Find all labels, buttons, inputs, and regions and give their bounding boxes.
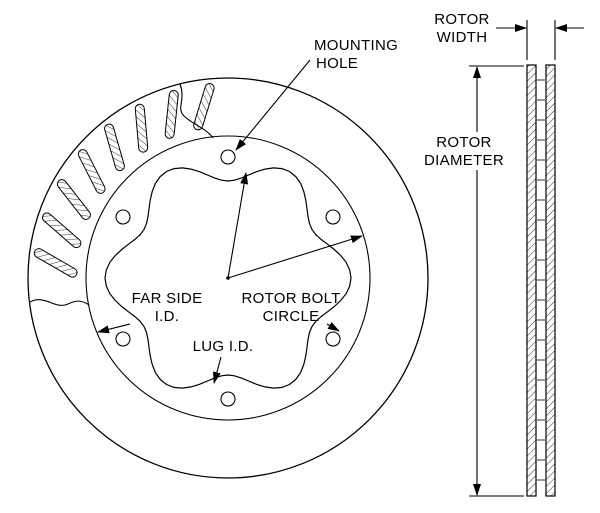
lug-id-label: LUG I.D. xyxy=(193,338,254,355)
far-side-id-label-line1: FAR SIDE xyxy=(132,290,203,307)
front-view-labels: MOUNTING HOLE FAR SIDE I.D. ROTOR BOLT C… xyxy=(132,37,398,355)
vane-slot xyxy=(134,103,149,153)
vane-slot xyxy=(56,179,91,220)
leader-lines xyxy=(97,59,340,384)
vane-slot xyxy=(41,212,82,249)
rotor-diameter-label-line2: DIAMETER xyxy=(424,152,504,169)
rotor-bolt-circle-label-line2: CIRCLE xyxy=(263,308,320,325)
rotor-plate-right xyxy=(545,64,556,497)
rotor-bolt-circle-leader xyxy=(326,322,340,332)
front-view xyxy=(27,59,429,479)
far-side-id-leader xyxy=(97,323,131,334)
mounting-holes xyxy=(115,149,341,407)
rotor-plate-left xyxy=(526,64,537,497)
mounting-hole xyxy=(325,331,341,347)
far-side-id-label-line2: I.D. xyxy=(155,308,180,325)
mounting-hole-label-line2: HOLE xyxy=(316,55,358,72)
lug-id-leader xyxy=(212,356,222,384)
side-view xyxy=(526,64,556,497)
mounting-hole xyxy=(220,391,236,407)
vane-ticks xyxy=(537,79,545,481)
mounting-hole xyxy=(325,209,341,225)
radius-arrows xyxy=(227,172,363,279)
far-side-id-circle xyxy=(85,135,371,421)
mounting-hole xyxy=(220,149,236,165)
vane-slots xyxy=(33,83,215,278)
rotor-outer-circle xyxy=(27,77,429,479)
rotor-width-label-line2: WIDTH xyxy=(437,29,488,46)
lug-profile xyxy=(104,167,352,389)
lug-id-radius-arrow xyxy=(227,172,249,279)
vane-slot xyxy=(164,90,179,139)
break-line-left xyxy=(29,299,90,306)
rotor-diameter-label-line1: ROTOR xyxy=(436,134,491,151)
mounting-hole-label-line1: MOUNTING xyxy=(314,37,398,54)
rotor-width-label-line1: ROTOR xyxy=(434,11,489,28)
far-side-id-radius-arrow xyxy=(227,235,363,279)
break-line-top xyxy=(179,83,214,139)
mounting-hole xyxy=(115,331,131,347)
dimension-labels: ROTOR WIDTH ROTOR DIAMETER xyxy=(421,11,507,170)
mounting-hole xyxy=(115,209,131,225)
mounting-hole-leader xyxy=(235,59,311,151)
vane-slot xyxy=(33,248,78,278)
vane-slot xyxy=(77,149,106,194)
vane-slot xyxy=(193,83,215,131)
rotor-bolt-circle-label-line1: ROTOR BOLT xyxy=(241,290,340,307)
vane-slot xyxy=(104,123,125,172)
rotor-diameter-label-background xyxy=(421,132,507,170)
